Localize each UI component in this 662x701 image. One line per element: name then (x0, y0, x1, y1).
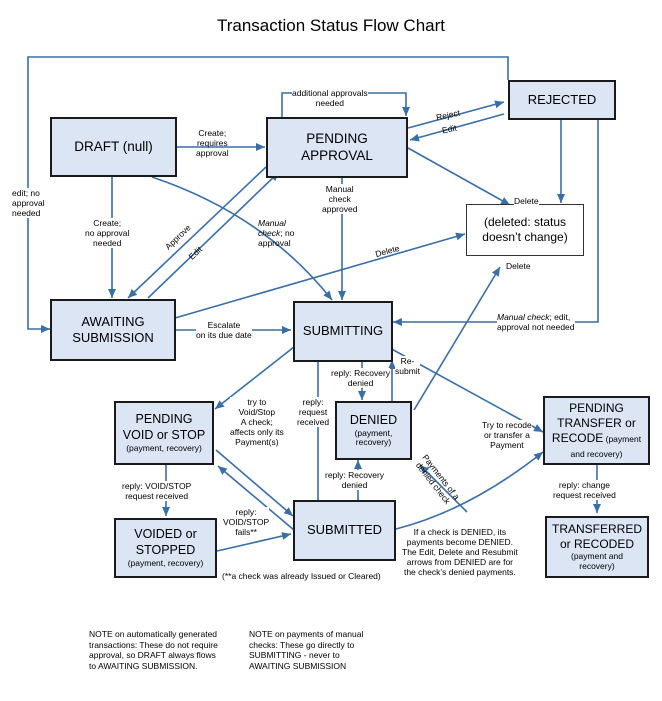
label-manual-edit-rest: ; edit, approval not needed (497, 312, 575, 333)
label-manual-no-approval: Manual check; no approval (258, 218, 294, 248)
label-manual-no-approval-em: Manual check (258, 218, 286, 239)
node-pending-void[interactable]: PENDING VOID or STOP (payment, recovery) (114, 401, 214, 465)
arrow-draft-to-submitting (151, 176, 333, 301)
arrow-void-to-submitted (215, 449, 294, 517)
label-manual-no-approval-rest: ; no approval (258, 228, 295, 249)
label-create-no-approval: Create; no approval needed (85, 218, 130, 249)
arrow-payments-denied (419, 464, 468, 513)
arrow-denied-to-deleted (413, 266, 501, 411)
label-create-requires: Create; requires approval (196, 128, 229, 159)
node-draft-label: DRAFT (null) (74, 138, 153, 154)
arrow-awaiting-to-deleted (174, 232, 466, 319)
node-denied[interactable]: DENIED (payment, recovery) (335, 401, 412, 460)
arrow-reject (407, 100, 505, 129)
arrow-submitted-to-transfer (395, 451, 544, 530)
label-manual-edit-em: Manual check (497, 312, 550, 322)
node-submitting-label: SUBMITTING (302, 323, 384, 339)
arrow-edit-rejected (409, 113, 505, 142)
label-resubmit: Re- submit (395, 356, 421, 377)
node-rejected-label: REJECTED (527, 91, 597, 107)
label-delete-3: Delete (506, 261, 531, 272)
label-check-issued: (**a check was already Issued or Cleared… (222, 571, 381, 581)
label-try-recode: Try to recode or transfer a Payment (482, 420, 532, 451)
node-deleted-label: (deleted: status doesn’t change) (482, 215, 568, 244)
arrow-void-fails (217, 465, 295, 531)
label-additional-approvals: additional approvals needed (292, 88, 368, 109)
label-recovery-denied-2: reply: Recovery denied (325, 470, 385, 491)
label-request-received: reply: request received (297, 397, 330, 428)
label-try-void: try to Void/Stop A check; affects only i… (230, 397, 284, 448)
arrow-submitting-to-void (214, 346, 295, 410)
note-automatic: NOTE on automatically generated transact… (89, 629, 218, 671)
node-denied-label: DENIED (349, 412, 398, 427)
arrow-approval-to-deleted (407, 147, 511, 206)
node-pending-transfer-label: PENDING TRANSFER or RECODE (payment and … (552, 401, 641, 461)
note-manual-checks: NOTE on payments of manual checks: These… (249, 629, 364, 671)
arrow-approve (127, 166, 267, 299)
node-voided-label: VOIDED or STOPPED (134, 527, 197, 558)
node-pending-transfer-suffix: (payment and recovery) (570, 433, 642, 459)
label-manual-edit: Manual check; edit, approval not needed (497, 312, 575, 333)
node-submitted-label: SUBMITTED (306, 522, 383, 538)
node-rejected[interactable]: REJECTED (508, 80, 616, 120)
label-manual-approved: Manual check approved (322, 184, 358, 215)
node-voided[interactable]: VOIDED or STOPPED (payment, recovery) (114, 518, 217, 578)
node-deleted[interactable]: (deleted: status doesn’t change) (466, 204, 584, 256)
node-pending-void-sub: (payment, recovery) (126, 442, 202, 453)
node-pending-void-label: PENDING VOID or STOP (122, 412, 206, 443)
node-voided-sub: (payment, recovery) (127, 557, 204, 568)
label-denied-note: If a check is DENIED, its payments becom… (402, 527, 518, 578)
node-pending-transfer-name: PENDING TRANSFER or RECODE (551, 400, 636, 445)
node-submitting[interactable]: SUBMITTING (293, 301, 393, 362)
node-awaiting-submission[interactable]: AWAITING SUBMISSION (50, 299, 176, 361)
node-transferred[interactable]: TRANSFERRED or RECODED (payment and reco… (545, 516, 649, 578)
node-draft[interactable]: DRAFT (null) (50, 117, 177, 177)
label-void-fails: reply: VOID/STOP fails** (223, 507, 270, 538)
label-void-received: reply: VOID/STOP request received (122, 481, 192, 502)
node-pending-approval-label: PENDING APPROVAL (301, 130, 373, 163)
node-awaiting-label: AWAITING SUBMISSION (72, 313, 154, 345)
node-transferred-sub: (payment and recovery) (571, 551, 623, 571)
arrow-rejected-to-submitting (393, 118, 599, 326)
label-change-received: reply: change request received (553, 480, 616, 501)
node-submitted[interactable]: SUBMITTED (293, 500, 396, 561)
label-escalate: Escalate on its due date (196, 320, 252, 341)
node-transferred-label: TRANSFERRED or RECODED (551, 522, 642, 552)
arrow-voided-to-submitted (216, 532, 292, 552)
node-pending-transfer[interactable]: PENDING TRANSFER or RECODE (payment and … (543, 396, 650, 465)
node-denied-sub: (payment, recovery) (354, 427, 393, 448)
node-pending-approval[interactable]: PENDING APPROVAL (266, 117, 408, 178)
label-edit-no-approval: edit; no approval needed (12, 188, 45, 219)
label-recovery-denied-1: reply: Recovery denied (331, 368, 391, 389)
label-delete-1: Delete (514, 196, 539, 207)
arrow-edit-awaiting (147, 171, 280, 299)
arrow-rejected-to-awaiting (27, 56, 509, 333)
chart-title: Transaction Status Flow Chart (216, 16, 445, 35)
